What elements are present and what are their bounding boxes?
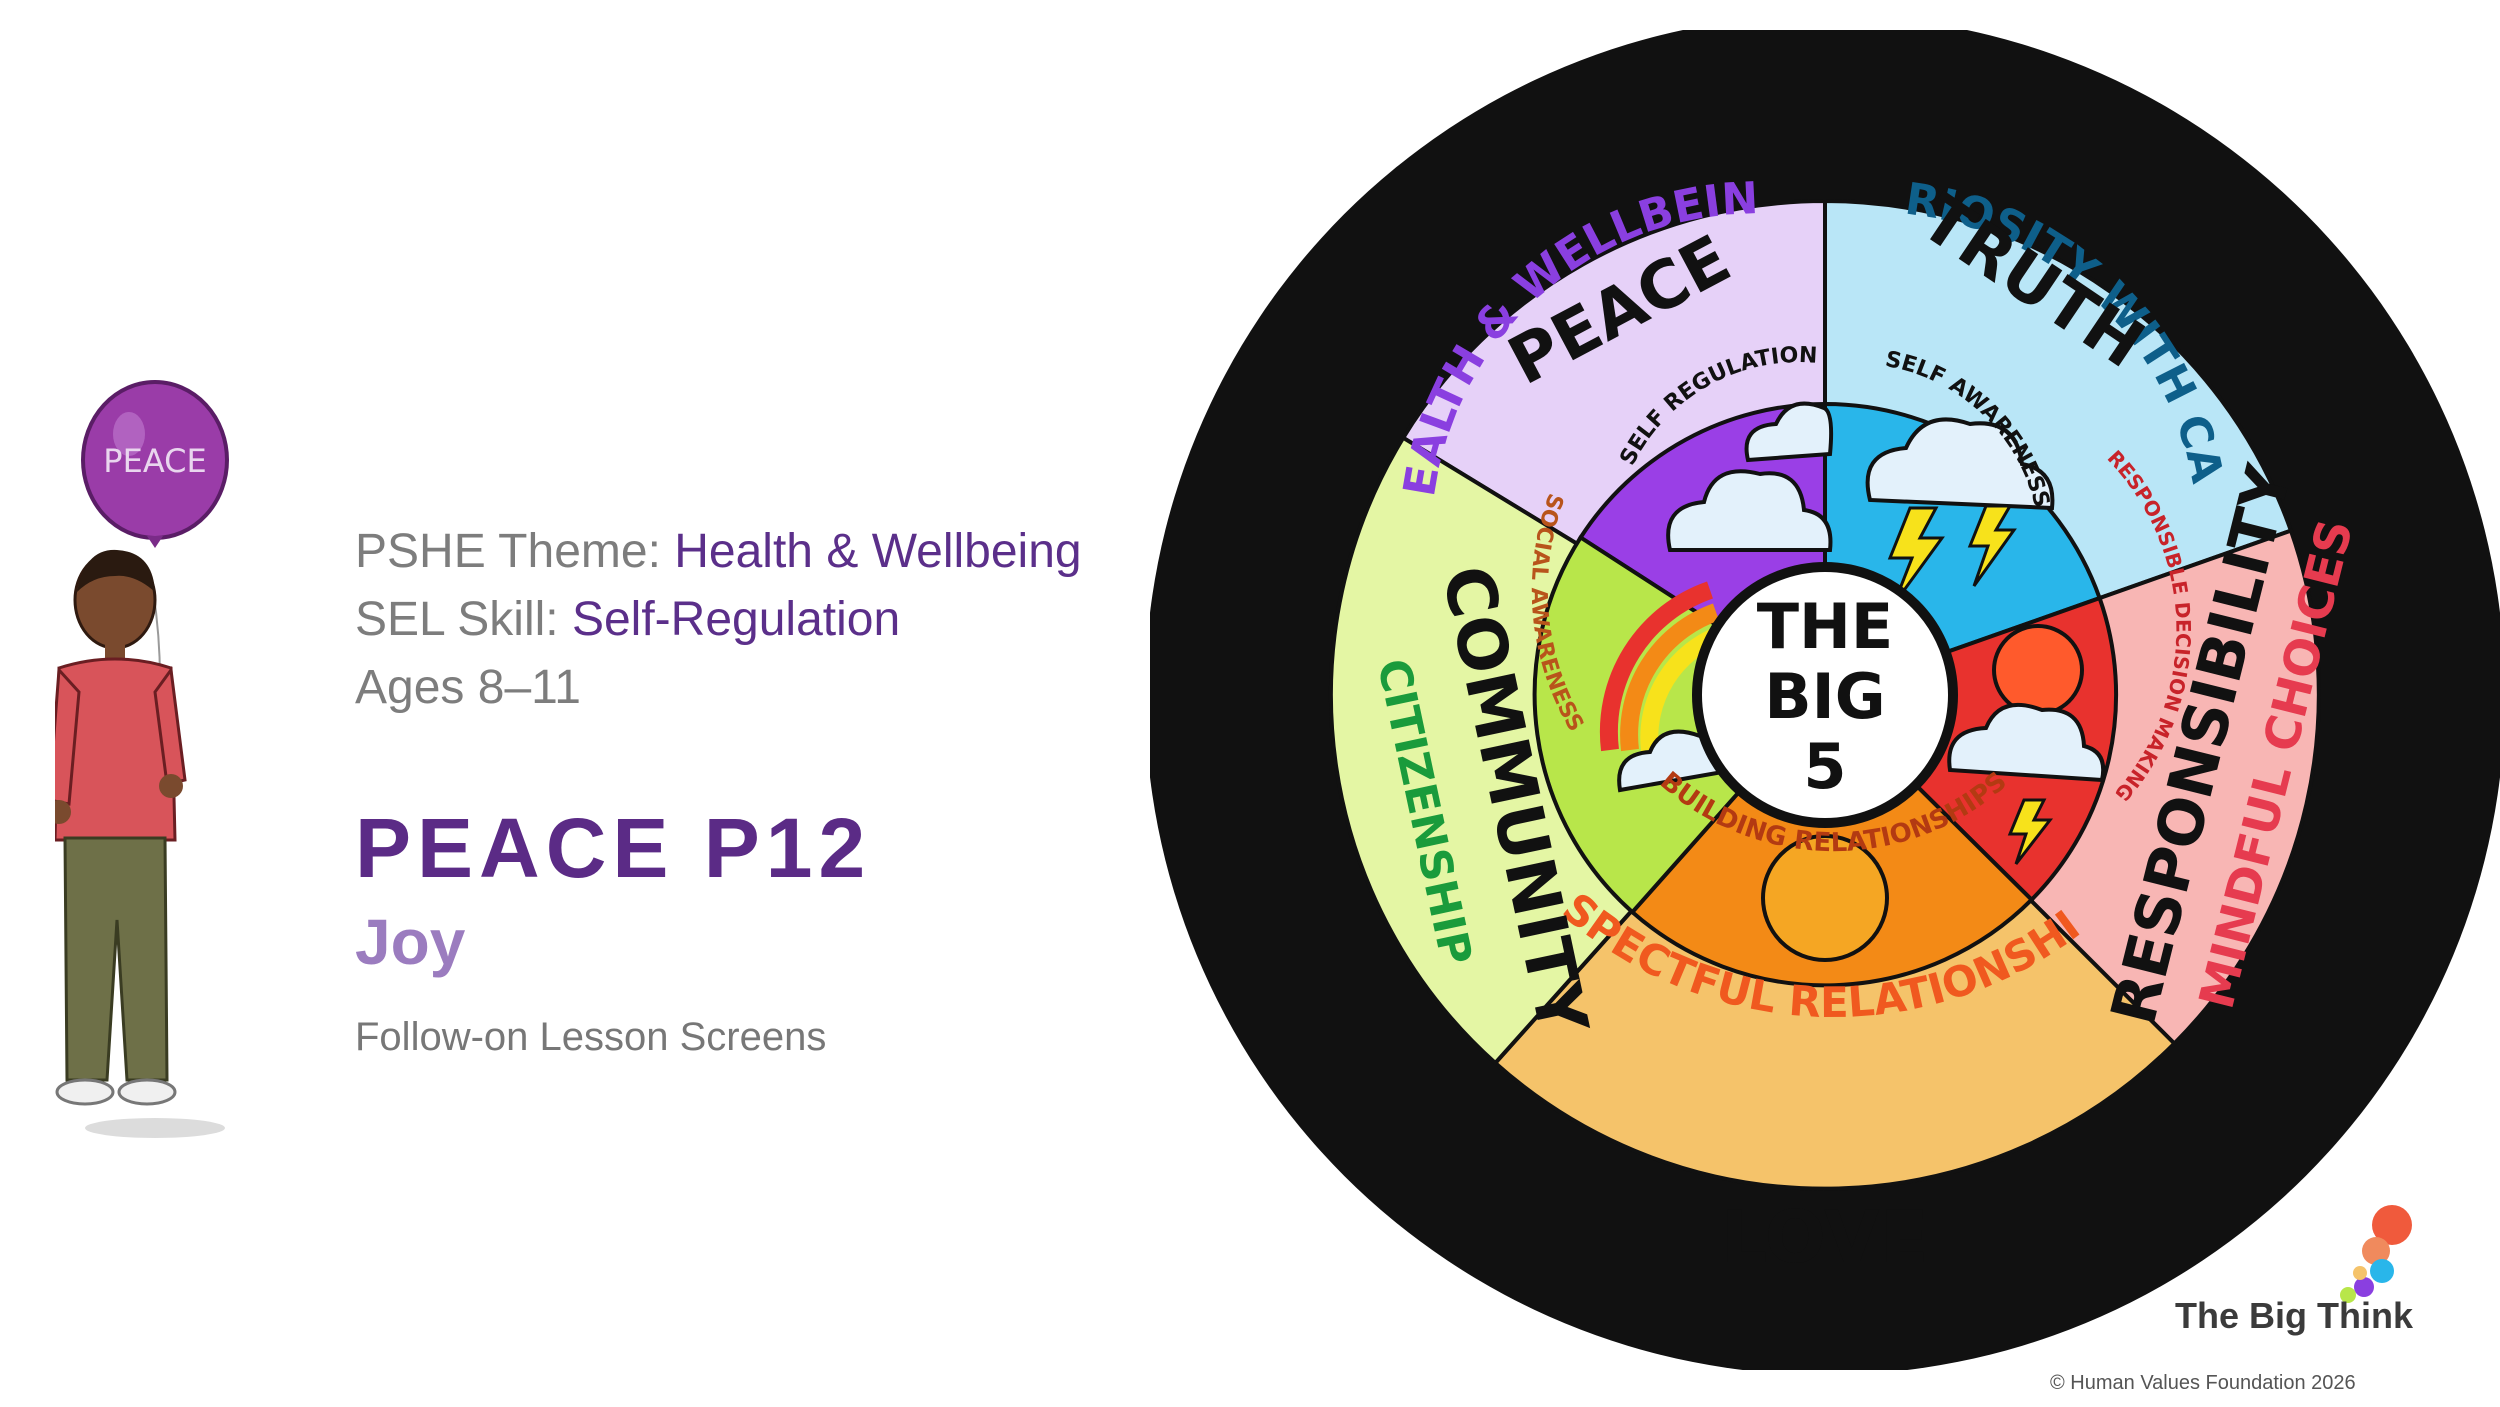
boy-with-balloon-illustration: PEACE: [55, 380, 229, 1138]
center-line3: 5: [1803, 730, 1846, 803]
balloon-label: PEACE: [103, 442, 206, 480]
lesson-info: PSHE Theme: Health & Wellbeing SEL Skill…: [355, 518, 1082, 722]
cloud-icon: [1666, 401, 1834, 552]
big-five-wheel: THE BIG 5 HEALTH & WELLBEING PEACE SELF …: [1150, 30, 2500, 1370]
storm-cloud-icon: [1865, 417, 2055, 605]
the-big-think-logo: [2340, 1205, 2412, 1303]
brand-name: The Big Think: [2175, 1295, 2413, 1336]
pshe-theme-value: Health & Wellbeing: [674, 525, 1082, 578]
wheel-center: [1692, 562, 1958, 828]
copyright-notice: © Human Values Foundation 2026: [2050, 1372, 2356, 1394]
sel-skill-value: Self-Regulation: [571, 593, 901, 646]
lesson-title: PEACE P12: [355, 801, 872, 895]
ages-line: Ages 8–11: [355, 661, 581, 714]
love-value-label: LOVE: [1721, 1195, 1929, 1279]
sel-skill-label: SEL Skill:: [355, 593, 572, 646]
pshe-theme-label: PSHE Theme:: [355, 525, 675, 578]
pshe-theme-line: PSHE Theme: Health & Wellbeing: [355, 518, 1082, 586]
segment-community-inner: [1532, 534, 1829, 915]
sun-icon: [1761, 834, 1889, 962]
center-line2: BIG: [1764, 660, 1885, 733]
lesson-subtitle: Joy: [355, 906, 466, 978]
sunrise-rain-icon: [1947, 624, 2106, 865]
sel-skill-line: SEL Skill: Self-Regulation: [355, 586, 1082, 654]
lesson-kind: Follow-on Lesson Screens: [355, 1015, 827, 1059]
center-line1: THE: [1757, 590, 1894, 663]
